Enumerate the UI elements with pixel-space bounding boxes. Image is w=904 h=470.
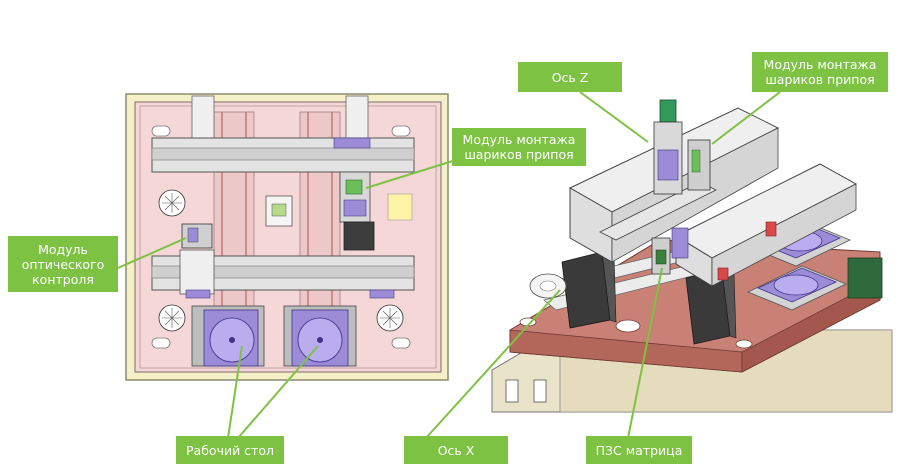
leader-axis-z (579, 91, 649, 143)
leader-table-1 (227, 345, 243, 439)
leader-table-2 (237, 345, 319, 439)
axis-x-label: Ось X (404, 436, 508, 464)
leader-solder-left (365, 159, 457, 189)
leader-lines (117, 91, 781, 439)
leader-optical (117, 237, 187, 269)
top-view-drawing (125, 93, 449, 381)
solder-module-right-label: Модуль монтажа шариков припоя (752, 52, 888, 92)
solder-module-left-label: Модуль монтажа шариков припоя (452, 128, 586, 166)
iso-view-drawing (491, 99, 893, 413)
axis-z-label: Ось Z (518, 62, 622, 92)
leader-ccd (627, 267, 663, 439)
optical-module-label: Модуль оптического контроля (8, 236, 118, 292)
leader-solder-right (711, 91, 781, 145)
ccd-matrix-label: ПЗС матрица (586, 436, 692, 464)
work-table-label: Рабочий стол (176, 436, 284, 464)
leader-axis-x (425, 289, 561, 439)
